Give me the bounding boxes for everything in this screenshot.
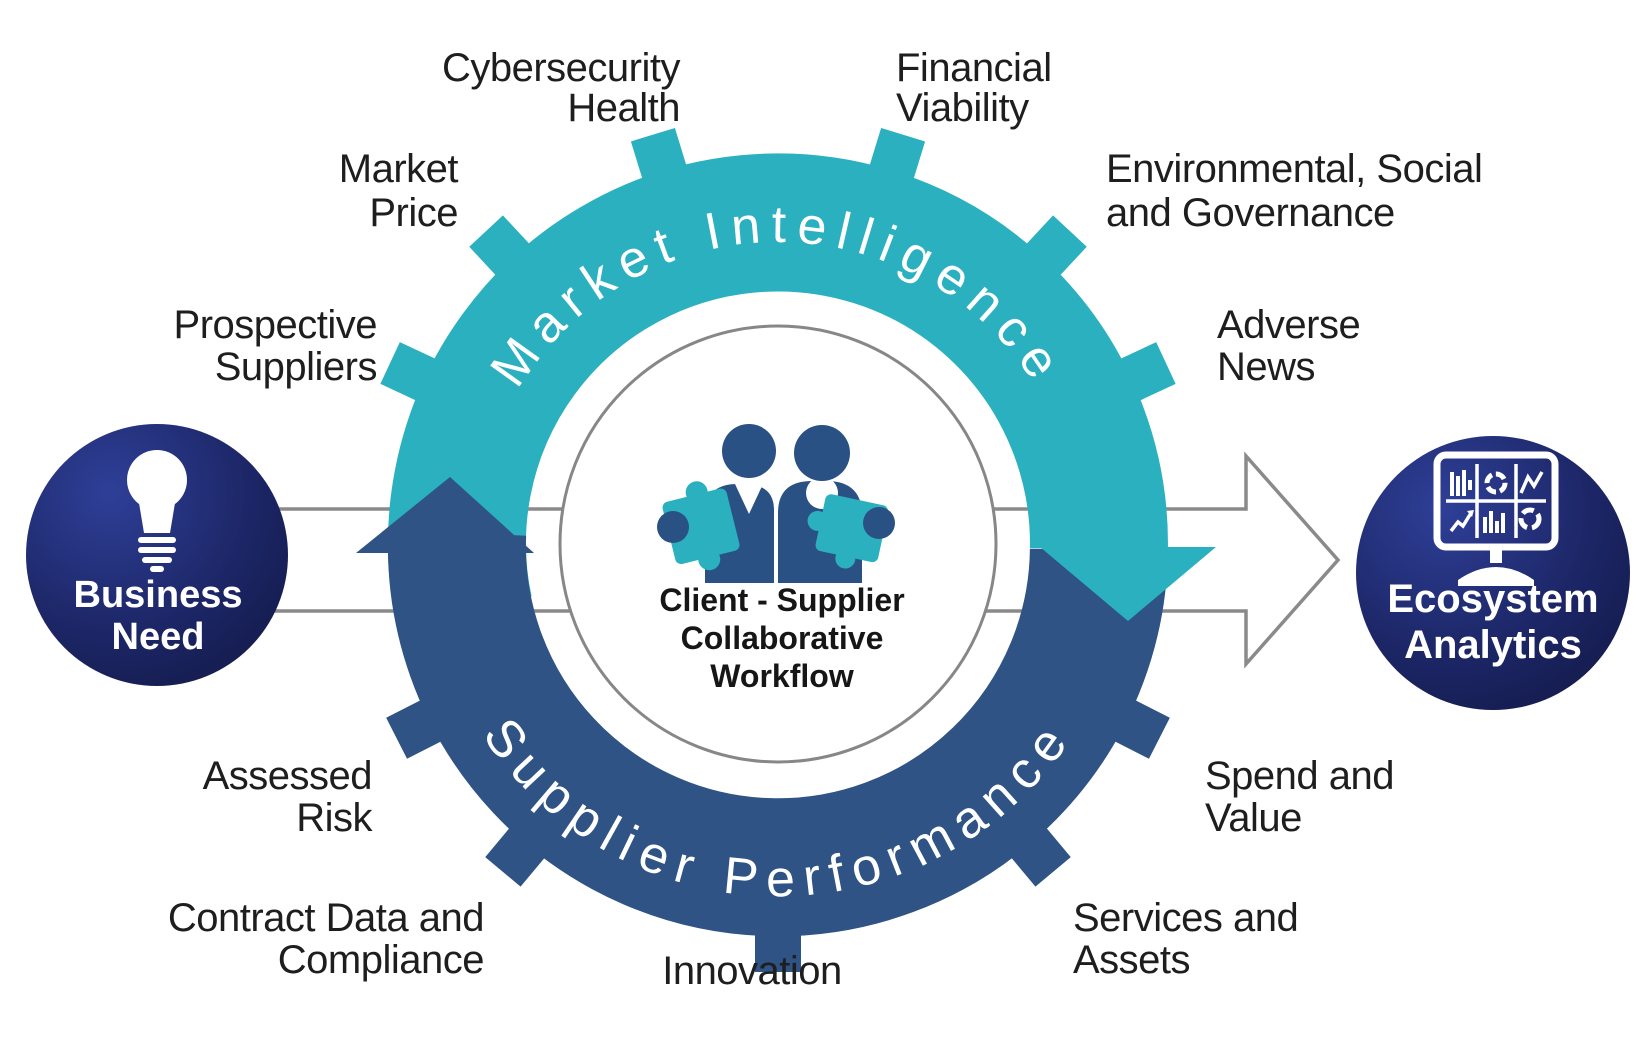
label-market-price-line-1: Market <box>339 147 459 191</box>
ecosystem-analytics-node: Ecosystem Analytics <box>1356 436 1630 710</box>
puzzle-piece-left <box>662 481 740 571</box>
label-market-price: Market Price <box>339 147 459 235</box>
supplier-band-arrowhead-up <box>356 477 534 553</box>
business-need-node: Business Need <box>26 424 288 686</box>
label-assessed-risk: Assessed Risk <box>203 754 374 840</box>
label-services-line-1: Services and <box>1073 896 1298 940</box>
person-left-head <box>722 424 776 478</box>
label-cybersecurity-line-2: Health <box>567 86 680 130</box>
supplier-performance-arc <box>387 530 1168 937</box>
label-contract-line-2: Compliance <box>278 938 484 982</box>
person-left-hand <box>657 511 689 543</box>
ecosystem-analytics-label-line-1: Ecosystem <box>1387 577 1598 621</box>
people-puzzle-icon <box>657 424 895 583</box>
business-need-label-line-2: Need <box>112 616 205 658</box>
gear-tick-teal <box>380 342 440 403</box>
label-spend-line-1: Spend and <box>1205 754 1394 798</box>
person-right-hand <box>863 507 895 539</box>
label-prospective-line-1: Prospective <box>174 303 377 347</box>
gear-tick-teal <box>1116 342 1176 403</box>
label-adverse-line-1: Adverse <box>1217 303 1360 347</box>
ecosystem-analytics-label-line-2: Analytics <box>1404 623 1582 667</box>
gear-tick-teal <box>469 215 533 279</box>
label-cybersecurity-line-1: Cybersecurity <box>442 46 681 90</box>
supplier-performance-band <box>386 530 1170 972</box>
label-prospective-line-2: Suppliers <box>215 345 377 389</box>
label-spend-value: Spend and Value <box>1205 754 1395 840</box>
label-financial-line-1: Financial <box>896 46 1052 90</box>
label-innovation: Innovation <box>662 949 842 993</box>
label-prospective-suppliers: Prospective Suppliers <box>174 303 378 389</box>
gear-tick-blue <box>1109 697 1170 759</box>
label-spend-line-2: Value <box>1205 796 1302 840</box>
label-financial-viability: Financial Viability <box>896 46 1052 130</box>
label-assessed-line-1: Assessed <box>203 754 372 798</box>
label-financial-line-2: Viability <box>896 86 1029 130</box>
market-intelligence-band <box>380 127 1176 626</box>
gear-tick-blue <box>485 823 549 887</box>
market-band-arrowhead-down <box>1040 547 1216 621</box>
business-need-label-line-1: Business <box>74 574 243 616</box>
gear-tick-teal <box>868 127 926 184</box>
label-esg-line-2: and Governance <box>1106 191 1395 235</box>
gear-tick-blue <box>1007 823 1071 887</box>
label-assessed-line-2: Risk <box>296 796 373 840</box>
label-cybersecurity-health: Cybersecurity Health <box>442 46 681 130</box>
gear-tick-teal <box>630 127 688 184</box>
gear-tick-blue <box>386 697 447 759</box>
label-services-assets: Services and Assets <box>1073 896 1299 982</box>
label-adverse-news: Adverse News <box>1217 303 1361 389</box>
label-esg-line-1: Environmental, Social <box>1106 147 1482 191</box>
label-esg: Environmental, Social and Governance <box>1106 147 1483 235</box>
market-intelligence-arc <box>388 153 1168 626</box>
label-market-price-line-2: Price <box>369 191 458 235</box>
lightbulb-icon <box>127 450 187 572</box>
center-caption: Client - Supplier Collaborative Workflow <box>659 582 904 694</box>
gear-tick-teal <box>1023 215 1087 279</box>
person-left-collar <box>735 484 763 514</box>
business-need-circle <box>26 424 288 686</box>
center-caption-line-3: Workflow <box>710 658 854 694</box>
dashboard-monitor-icon <box>1433 451 1559 586</box>
person-right-head <box>794 425 850 481</box>
center-caption-line-2: Collaborative <box>681 620 884 656</box>
peripheral-labels: Cybersecurity Health Financial Viability… <box>168 46 1483 993</box>
label-adverse-line-2: News <box>1217 345 1315 389</box>
center-caption-line-1: Client - Supplier <box>659 582 904 618</box>
label-contract-compliance: Contract Data and Compliance <box>168 896 485 982</box>
label-services-line-2: Assets <box>1073 938 1190 982</box>
label-contract-line-1: Contract Data and <box>168 896 484 940</box>
